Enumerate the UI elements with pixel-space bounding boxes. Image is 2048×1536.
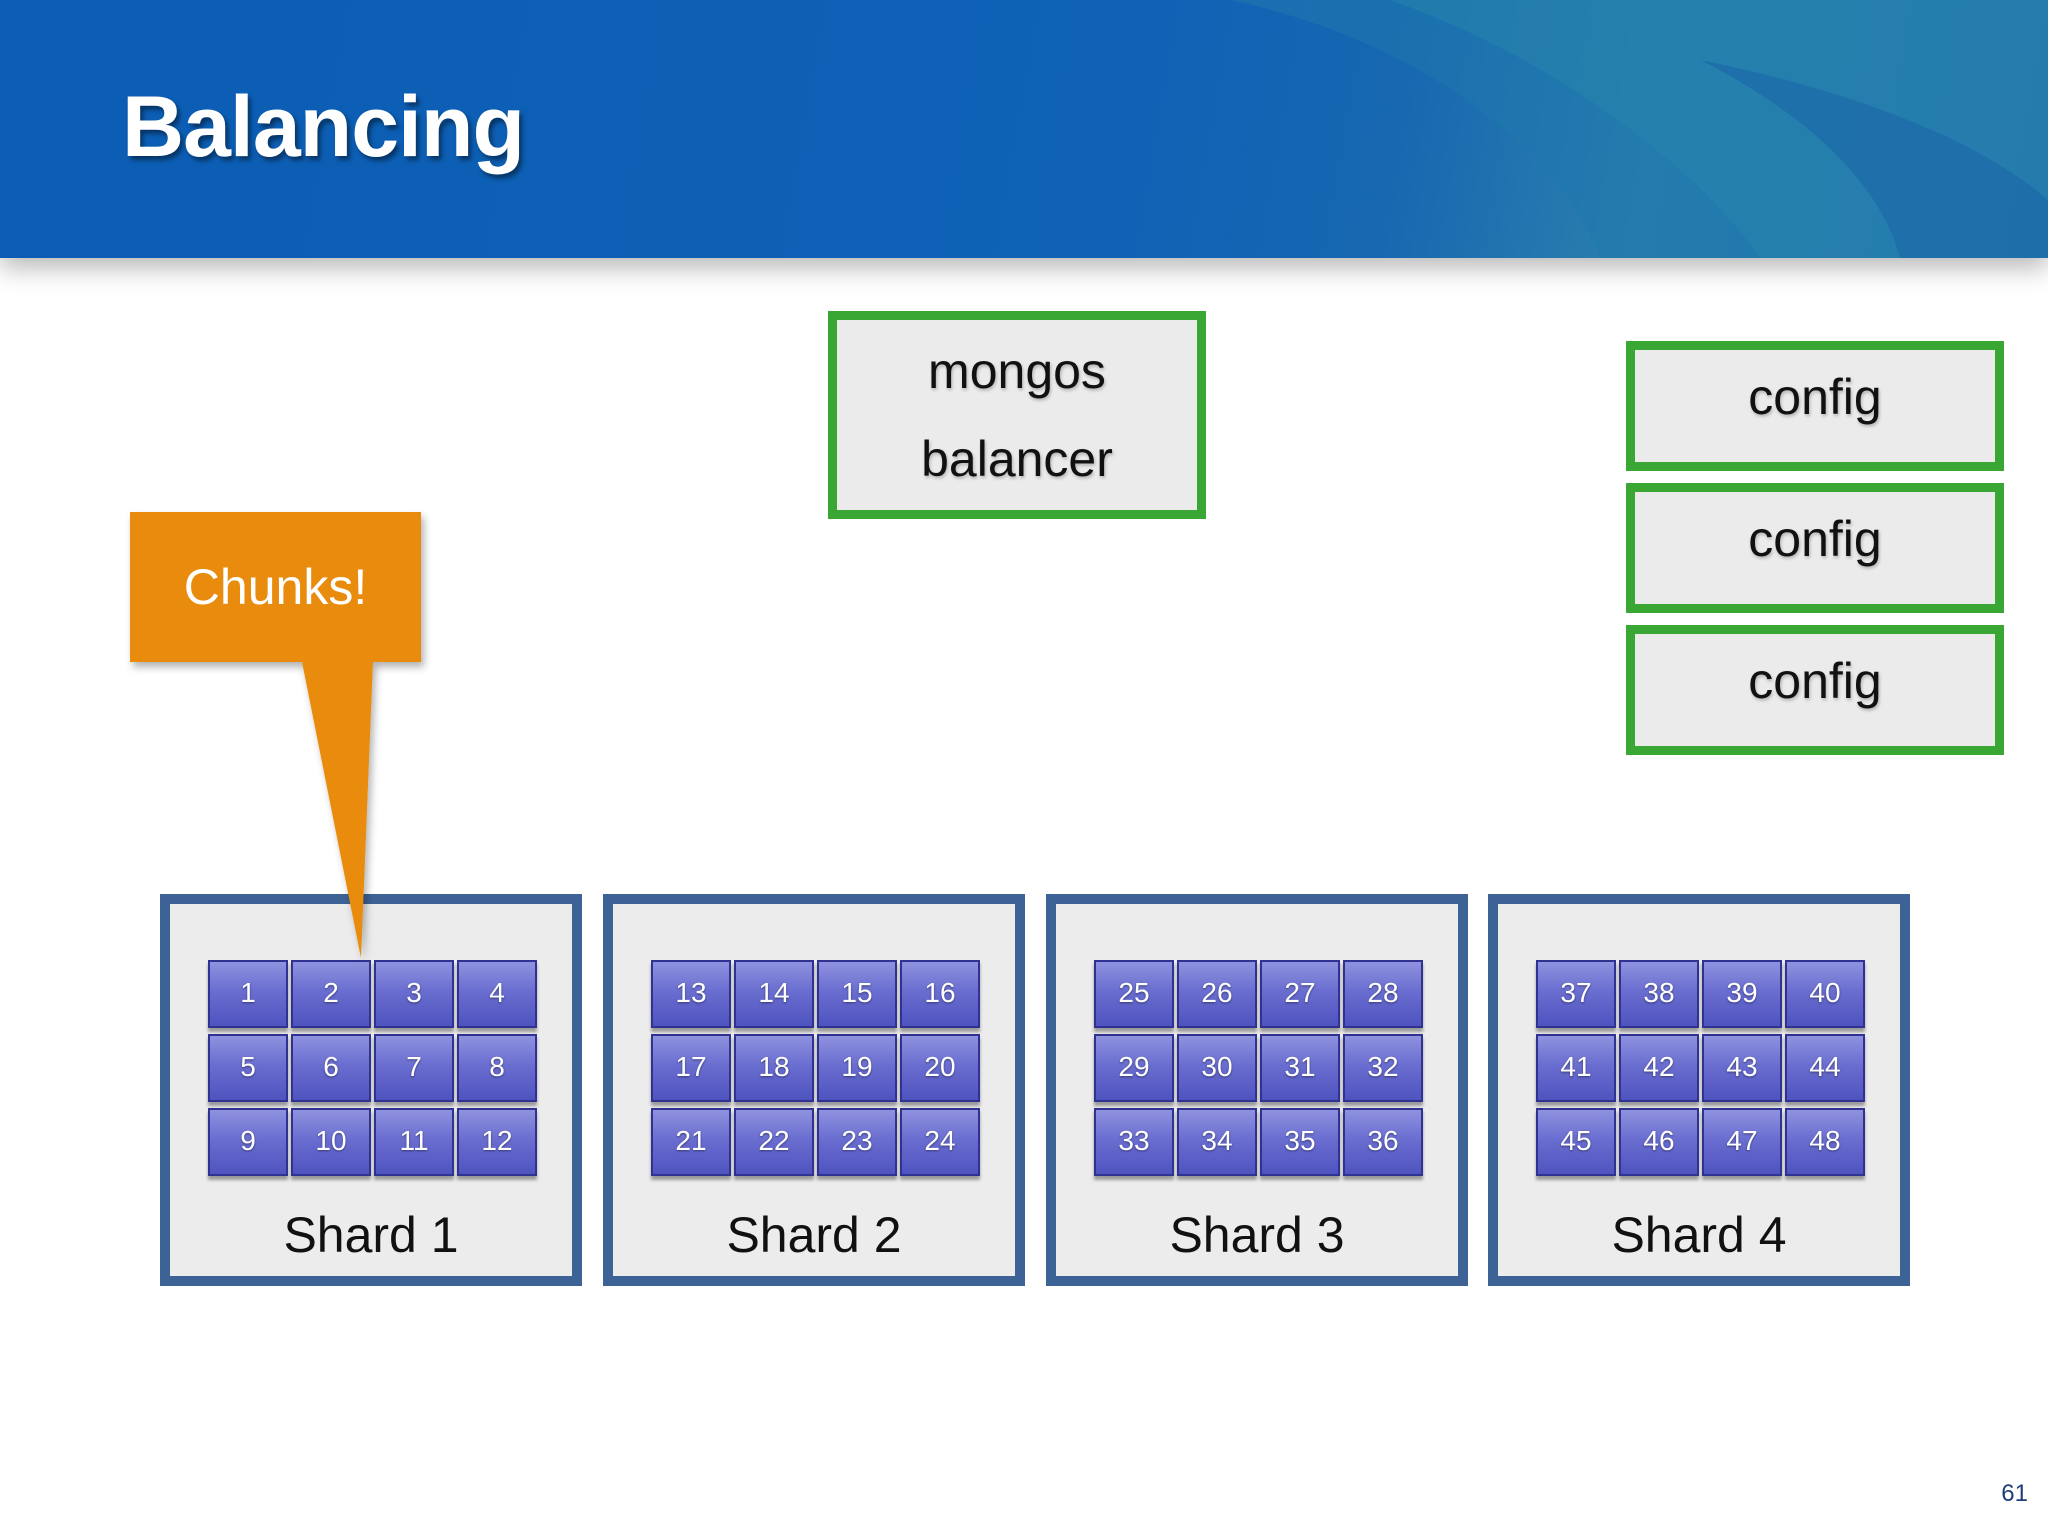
chunk: 27 bbox=[1260, 960, 1340, 1028]
chunk: 35 bbox=[1260, 1108, 1340, 1176]
chunk: 6 bbox=[291, 1034, 371, 1102]
chunk: 30 bbox=[1177, 1034, 1257, 1102]
chunk: 11 bbox=[374, 1108, 454, 1176]
chunk: 10 bbox=[291, 1108, 371, 1176]
callout-text: Chunks! bbox=[183, 559, 368, 615]
chunk: 26 bbox=[1177, 960, 1257, 1028]
chunk: 41 bbox=[1536, 1034, 1616, 1102]
chunk: 18 bbox=[734, 1034, 814, 1102]
chunk: 46 bbox=[1619, 1108, 1699, 1176]
chunk: 20 bbox=[900, 1034, 980, 1102]
chunk: 16 bbox=[900, 960, 980, 1028]
mongos-label: mongos bbox=[928, 343, 1106, 399]
config-box-3: config bbox=[1626, 625, 2004, 755]
chunk: 2 bbox=[291, 960, 371, 1028]
chunk: 15 bbox=[817, 960, 897, 1028]
chunk: 22 bbox=[734, 1108, 814, 1176]
chunk: 31 bbox=[1260, 1034, 1340, 1102]
chunk: 45 bbox=[1536, 1108, 1616, 1176]
shard-label: Shard 2 bbox=[726, 1207, 902, 1263]
chunk: 8 bbox=[457, 1034, 537, 1102]
chunk: 7 bbox=[374, 1034, 454, 1102]
chunk: 4 bbox=[457, 960, 537, 1028]
config-box-1: config bbox=[1626, 341, 2004, 471]
chunk: 21 bbox=[651, 1108, 731, 1176]
config-label: config bbox=[1748, 369, 1882, 425]
chunk: 39 bbox=[1702, 960, 1782, 1028]
mongos-balancer-box: mongos balancer bbox=[828, 311, 1206, 519]
chunk: 44 bbox=[1785, 1034, 1865, 1102]
chunk: 32 bbox=[1343, 1034, 1423, 1102]
chunk: 42 bbox=[1619, 1034, 1699, 1102]
slide-title: Balancing bbox=[122, 79, 525, 175]
header-swoosh-decoration bbox=[1230, 0, 2048, 258]
chunk: 34 bbox=[1177, 1108, 1257, 1176]
page-number: 61 bbox=[2001, 1480, 2028, 1507]
chunk: 48 bbox=[1785, 1108, 1865, 1176]
config-label: config bbox=[1748, 653, 1882, 709]
shard-label: Shard 3 bbox=[1169, 1207, 1345, 1263]
config-label: config bbox=[1748, 511, 1882, 567]
chunk: 47 bbox=[1702, 1108, 1782, 1176]
chunk: 9 bbox=[208, 1108, 288, 1176]
config-box-2: config bbox=[1626, 483, 2004, 613]
chunk: 25 bbox=[1094, 960, 1174, 1028]
chunk: 3 bbox=[374, 960, 454, 1028]
header-band: Balancing bbox=[0, 0, 2048, 258]
chunk: 23 bbox=[817, 1108, 897, 1176]
chunk: 43 bbox=[1702, 1034, 1782, 1102]
shard-label: Shard 1 bbox=[283, 1207, 459, 1263]
chunk: 24 bbox=[900, 1108, 980, 1176]
chunk: 37 bbox=[1536, 960, 1616, 1028]
chunk: 19 bbox=[817, 1034, 897, 1102]
chunk: 40 bbox=[1785, 960, 1865, 1028]
chunk: 29 bbox=[1094, 1034, 1174, 1102]
chunk: 12 bbox=[457, 1108, 537, 1176]
balancer-label: balancer bbox=[921, 431, 1113, 487]
shard-label: Shard 4 bbox=[1611, 1207, 1787, 1263]
chunk: 28 bbox=[1343, 960, 1423, 1028]
chunk: 5 bbox=[208, 1034, 288, 1102]
chunk: 38 bbox=[1619, 960, 1699, 1028]
chunk: 13 bbox=[651, 960, 731, 1028]
chunk: 33 bbox=[1094, 1108, 1174, 1176]
chunk: 14 bbox=[734, 960, 814, 1028]
chunk: 1 bbox=[208, 960, 288, 1028]
chunk: 36 bbox=[1343, 1108, 1423, 1176]
chunk: 17 bbox=[651, 1034, 731, 1102]
